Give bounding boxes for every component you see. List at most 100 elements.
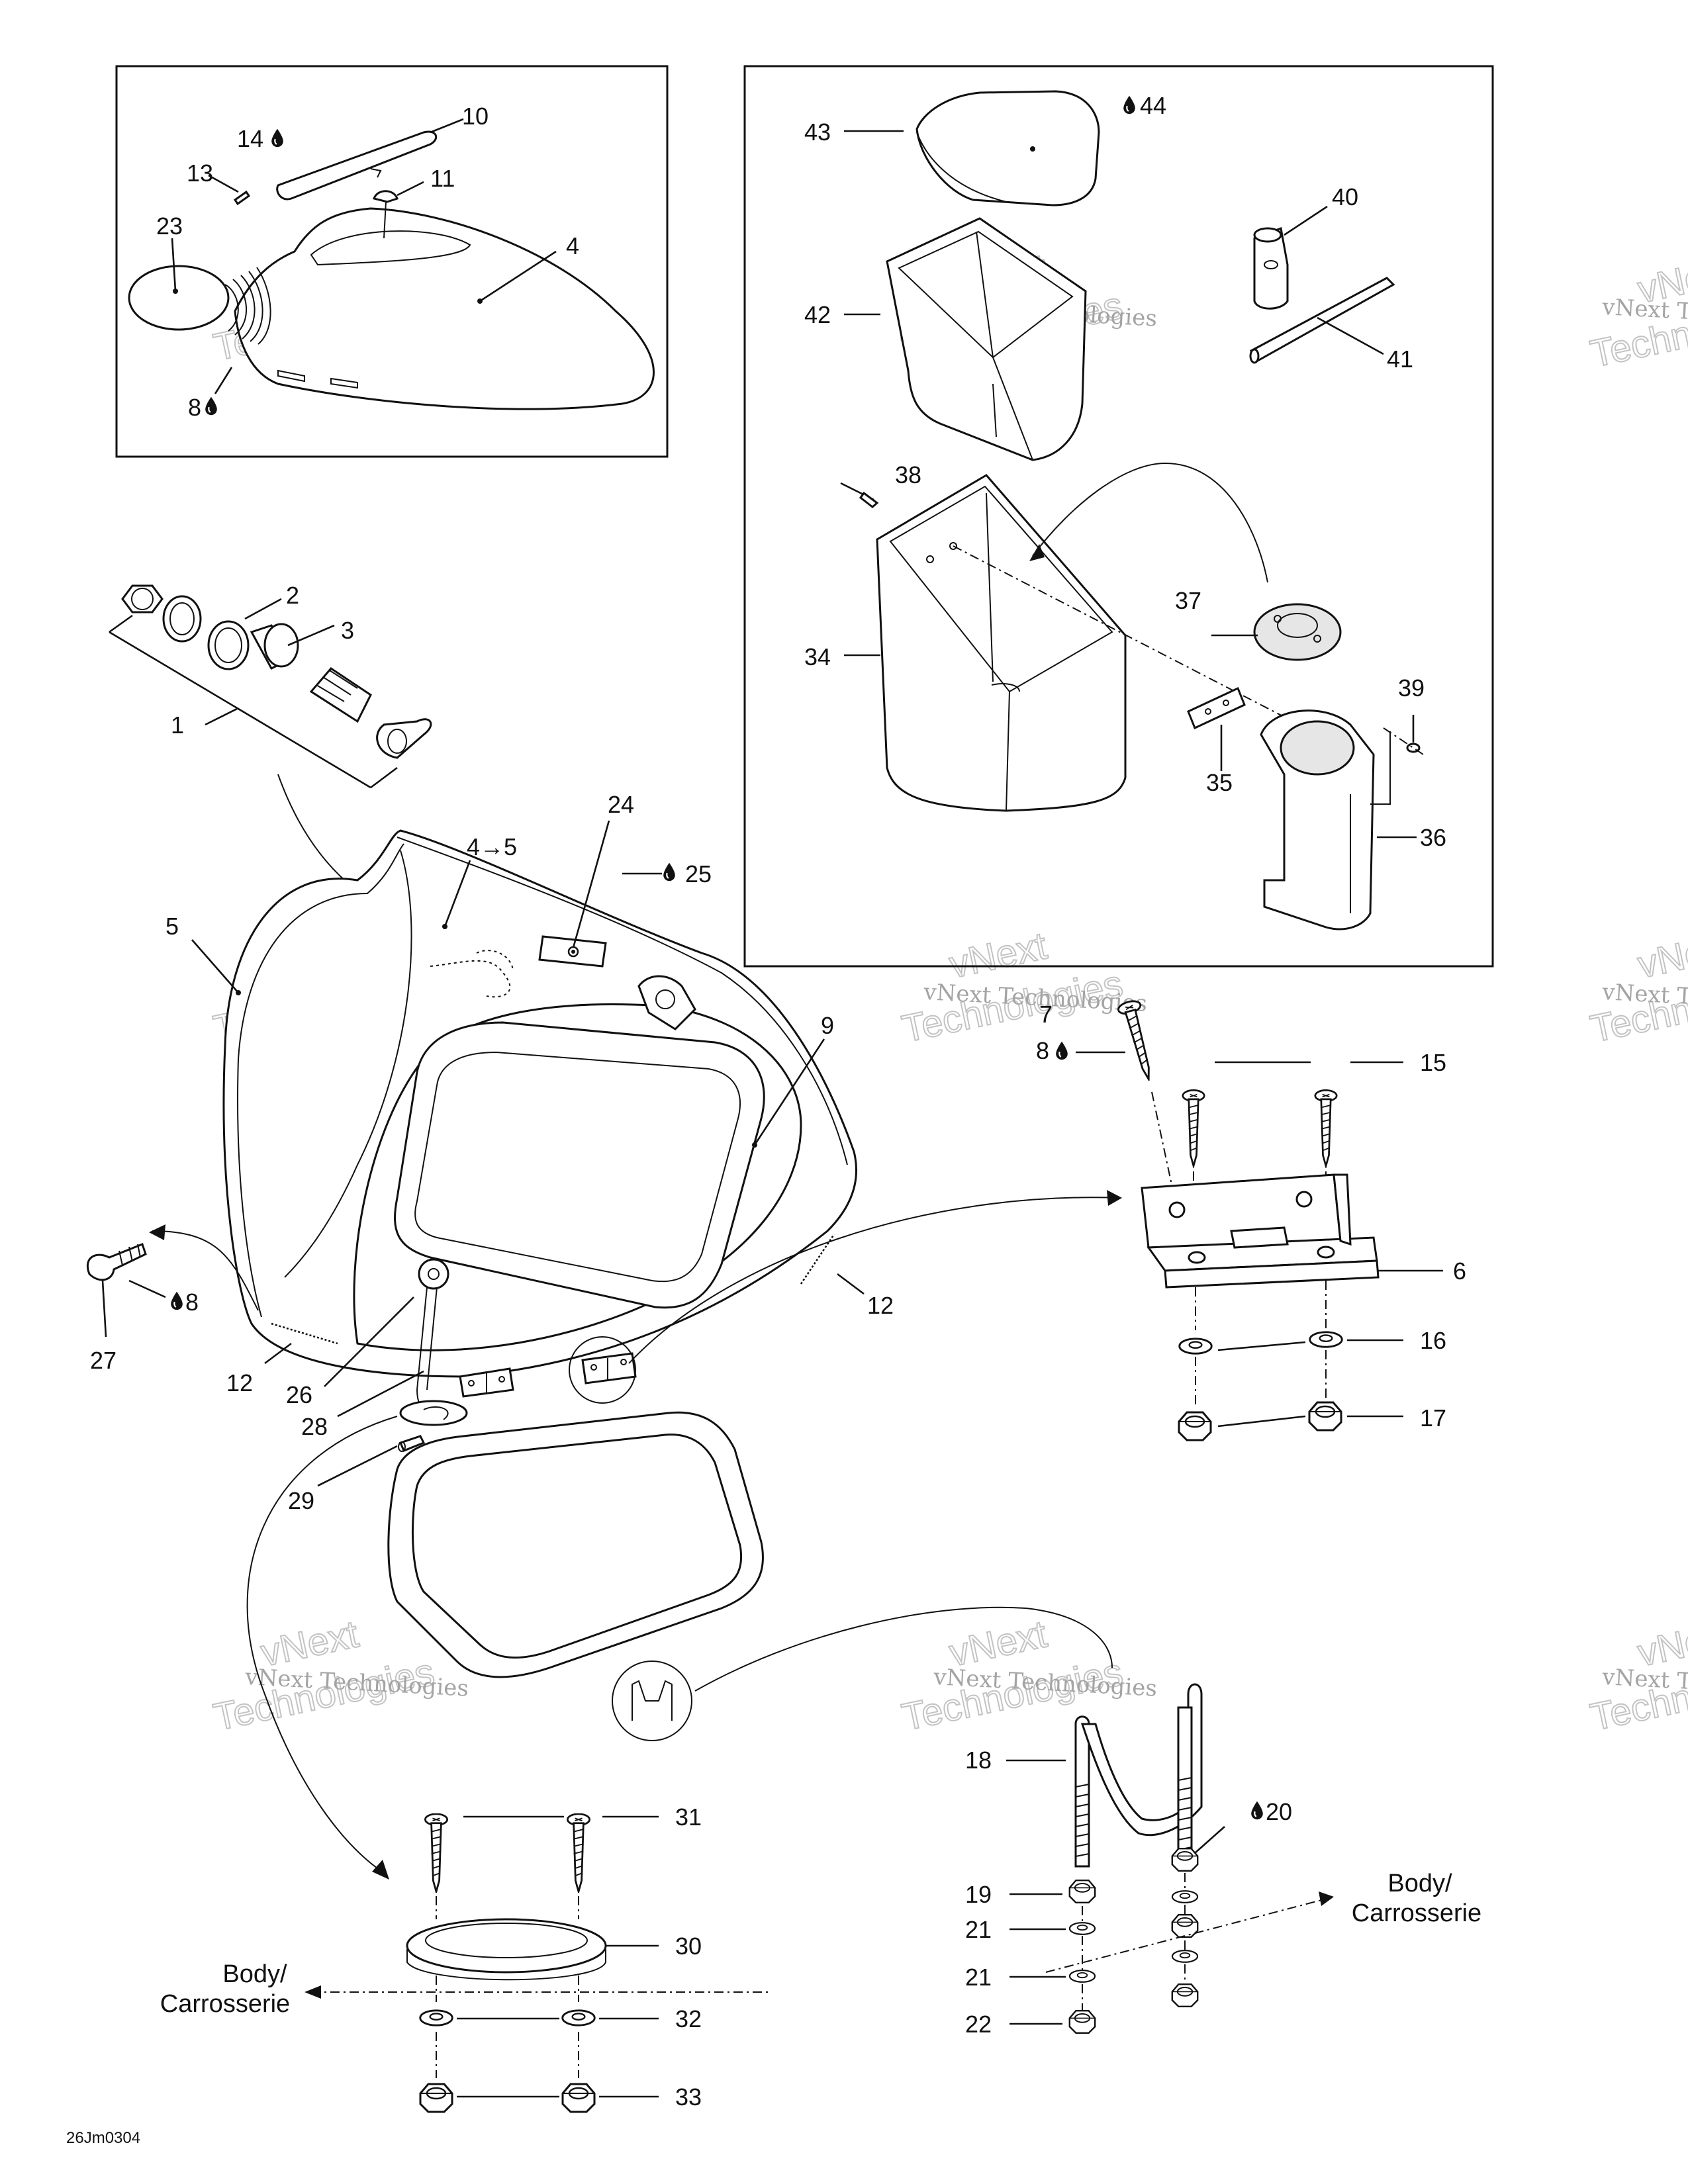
callout-17: 17 — [1420, 1404, 1446, 1432]
callout-29: 29 — [288, 1487, 314, 1514]
screw-27-group: 27 8 — [86, 1243, 199, 1374]
ring — [1253, 603, 1342, 661]
callout-10: 10 — [462, 103, 489, 130]
callout-43: 43 — [804, 118, 831, 146]
leader-11 — [397, 181, 424, 197]
container-detail-panel: 43 44 40 42 41 38 37 34 39 35 36 — [743, 65, 1494, 968]
coupler-hole — [1264, 260, 1278, 269]
bin-bottom — [991, 683, 1020, 692]
nut-33b — [561, 2083, 596, 2113]
sleeve-end — [263, 623, 299, 668]
reference-arc — [1032, 462, 1268, 583]
cover-tab — [330, 377, 358, 389]
callout-19: 19 — [965, 1881, 992, 1908]
leader-16-link — [1217, 1341, 1306, 1351]
callout-8: 8 — [185, 1289, 199, 1316]
cover-grip — [310, 230, 471, 266]
callout-25: 25 — [685, 860, 712, 887]
cover-detail-panel: 13 14 10 11 23 4 8 — [115, 65, 669, 458]
leader-28 — [337, 1370, 424, 1418]
leader-41 — [1317, 316, 1384, 355]
body-label-line1: Body/ — [1387, 1870, 1452, 1897]
hinge-edge — [1164, 1259, 1380, 1289]
spout-cap — [128, 265, 230, 331]
washer-21c — [1171, 1890, 1199, 1903]
washer-21a — [1068, 1922, 1096, 1935]
callout-40: 40 — [1332, 183, 1358, 210]
callout-34: 34 — [804, 643, 831, 670]
hinge-detail-group: 7 8 15 6 16 17 — [1036, 998, 1466, 1441]
arrow-icon — [1107, 1190, 1122, 1206]
nut-17b — [1308, 1401, 1342, 1432]
leader-3 — [287, 624, 335, 647]
watermark-small: vNext — [1634, 924, 1688, 986]
callout-44: 44 — [1140, 92, 1166, 119]
arrow-icon — [305, 1985, 321, 1999]
leader-10 — [430, 118, 464, 134]
liner — [886, 217, 1087, 461]
arrow-icon — [149, 1224, 165, 1240]
washer-32a — [419, 2009, 453, 2026]
liner-opening — [898, 230, 1074, 359]
rivet — [233, 190, 251, 206]
body-label-line2: Carrosserie — [1352, 1899, 1481, 1927]
hood-top-edge — [397, 837, 848, 1165]
callout-33: 33 — [675, 2083, 702, 2111]
screw-27 — [86, 1243, 147, 1281]
drawing-code: 26Jm0304 — [66, 2129, 140, 2147]
plate — [1187, 686, 1246, 730]
leader-12-right — [837, 1273, 865, 1295]
callout-18: 18 — [965, 1747, 992, 1774]
u-bolt-group: 18 20 19 21 21 22 Body/ Carrosserie — [965, 1683, 1481, 2038]
hinge-right — [581, 1352, 637, 1385]
leader-27 — [101, 1280, 107, 1338]
callout-31: 31 — [675, 1803, 702, 1831]
callout-16: 16 — [1420, 1327, 1446, 1354]
leader-26 — [324, 1297, 414, 1387]
callout-42: 42 — [804, 301, 831, 328]
washer-16a — [1178, 1338, 1213, 1355]
reference-arc-2 — [694, 1606, 1113, 1692]
nut-20 — [1171, 1847, 1199, 1872]
u-bolt-bend — [1080, 1683, 1203, 1837]
leader-5 — [191, 939, 239, 993]
callout-1: 1 — [171, 711, 184, 739]
callout-24: 24 — [608, 791, 634, 818]
dotted-outline — [430, 960, 511, 998]
callout-32: 32 — [675, 2005, 702, 2032]
leader-17-link — [1217, 1415, 1306, 1428]
drop-icon — [271, 128, 284, 148]
callout-28: 28 — [301, 1413, 328, 1440]
leader-29 — [317, 1445, 398, 1487]
u-bolt-leg-right — [1177, 1706, 1193, 1861]
vent — [637, 975, 696, 1030]
washer-21d — [1171, 1950, 1199, 1963]
nut-right-bottom — [1171, 1983, 1199, 2008]
storage-bin — [876, 474, 1127, 812]
leader-40 — [1284, 205, 1328, 236]
nut-19 — [1068, 1879, 1096, 1904]
callout-37: 37 — [1175, 587, 1201, 614]
rod-end — [1249, 348, 1260, 364]
body-label-line1: Body/ — [222, 1960, 287, 1988]
screw-38-head — [859, 491, 879, 508]
drop-icon — [1055, 1040, 1068, 1061]
leader-24 — [572, 820, 610, 948]
hood-rim — [237, 843, 404, 1318]
nut-1 — [121, 584, 164, 614]
front-cover-group: 4→5 5 24 25 9 12 12 26 28 29 — [149, 774, 1122, 1880]
leader-4to5 — [444, 860, 471, 927]
window-frame — [394, 1021, 765, 1309]
callout-4to5: 4→5 — [467, 833, 517, 860]
arrow-to-hinge — [628, 1197, 1119, 1364]
lower-frame-group — [387, 1411, 1113, 1741]
cable-mount — [399, 1400, 468, 1426]
bellows — [224, 267, 271, 345]
callout-11: 11 — [430, 165, 455, 192]
screw-15b — [1314, 1089, 1338, 1167]
callout-6: 6 — [1453, 1257, 1466, 1285]
callout-21: 21 — [965, 1964, 992, 1991]
window-gasket — [414, 1051, 741, 1283]
leader-13 — [208, 174, 239, 193]
leader-23 — [171, 238, 177, 292]
